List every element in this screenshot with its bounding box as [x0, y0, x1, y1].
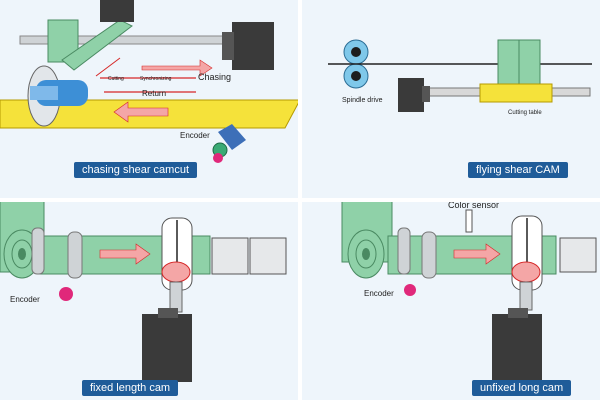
return-arrow: [113, 101, 169, 123]
color-sensor-icon: [465, 209, 473, 233]
servo-motor: [492, 314, 542, 382]
encoder-label: Encoder: [10, 295, 40, 304]
cutter-wheel: [161, 261, 191, 283]
cut-sheet: [559, 237, 597, 273]
flying-shear-diagram: Spindle drive Cutting table: [328, 39, 592, 116]
panel-fixed-length: Encoder fixed length cam: [0, 202, 298, 400]
caption-fixed-length: fixed length cam: [82, 380, 179, 396]
return-label: Return: [142, 89, 166, 98]
cutting-label: Cutting: [108, 76, 124, 82]
guide-roller-1: [31, 227, 45, 275]
top-motor: [100, 0, 134, 22]
encoder-label: Encoder: [364, 289, 394, 298]
panel-chasing-shear: Chasing Synchronizing Cutting Return Enc…: [0, 0, 298, 198]
cut-sheet-2: [249, 237, 287, 275]
panel-unfixed-long: Color sensor Encoder unfixed long cam: [302, 202, 600, 400]
encoder-label: Encoder: [180, 131, 210, 140]
synchronizing-label: Synchronizing: [140, 76, 172, 82]
guide-roller-1: [397, 227, 411, 275]
chasing-label: Chasing: [198, 72, 231, 82]
diagonal-line: [95, 57, 121, 77]
unfixed-long-diagram: Color sensor Encoder: [341, 202, 597, 382]
spindle-drive-label: Spindle drive: [342, 97, 383, 104]
guide-roller-2: [67, 231, 83, 279]
servo-motor: [142, 314, 192, 382]
color-sensor-label: Color sensor: [448, 202, 499, 210]
servo-motor: [232, 22, 274, 70]
cutter-wheel: [511, 261, 541, 283]
fixed-length-diagram: Encoder: [0, 202, 287, 382]
encoder-shaft: [218, 124, 246, 150]
cut-sheet-1: [211, 237, 249, 275]
panel-flying-shear: Spindle drive Cutting table flying shear…: [302, 0, 600, 198]
spindle-motor: [398, 78, 424, 112]
feed-arrow: [453, 243, 501, 265]
carriage-arm: [61, 19, 133, 71]
chasing-shear-diagram: Chasing Synchronizing Cutting Return Enc…: [0, 0, 298, 163]
caption-chasing-shear: chasing shear camcut: [74, 162, 197, 178]
feed-arrow: [99, 243, 151, 265]
chasing-arrow: [141, 59, 213, 77]
encoder-icon: [404, 284, 416, 296]
guide-roller-2: [421, 231, 437, 279]
caption-unfixed-long: unfixed long cam: [472, 380, 572, 396]
cutting-table: [479, 83, 553, 103]
cutting-table-label: Cutting table: [508, 110, 542, 116]
encoder-icon: [59, 287, 73, 301]
caption-flying-shear: flying shear CAM: [468, 162, 568, 178]
